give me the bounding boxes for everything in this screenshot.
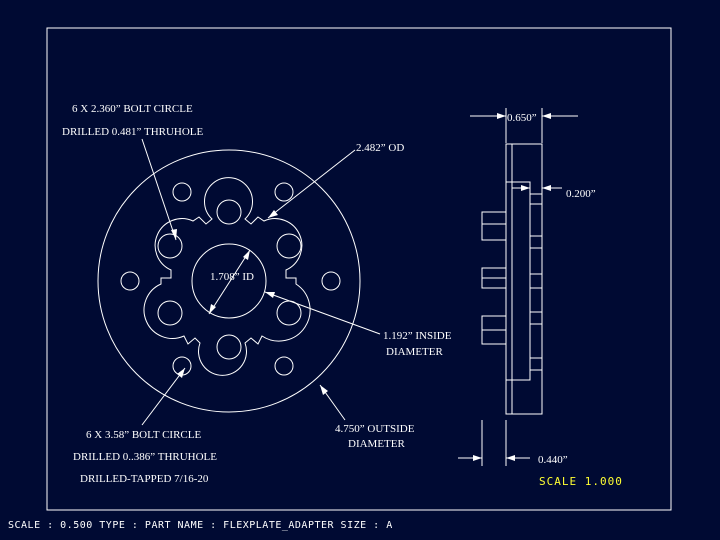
leader-lines: [141, 138, 381, 426]
dim-arrowhead: [506, 455, 515, 461]
inner-hole: [216, 199, 242, 225]
flange-body: [505, 143, 543, 415]
dim-arrowhead: [497, 113, 506, 119]
id-label: 1.708” ID: [210, 271, 254, 283]
bolt-circle-top-hole-label: DRILLED 0.481” THRUHOLE: [62, 126, 204, 138]
outer-disc: [97, 149, 361, 413]
bolt-circle-bottom-hole-label: DRILLED 0..386” THRUHOLE: [73, 451, 217, 463]
outer-hole: [120, 271, 140, 291]
leader-arrowhead: [209, 304, 216, 314]
outer-hole: [274, 356, 294, 376]
hub-outline: [143, 177, 311, 376]
dim-arrowhead: [521, 185, 530, 191]
leader-inside-diameter: [264, 291, 381, 335]
dim-arrowhead: [542, 185, 551, 191]
bolt-circle-bottom-label: 6 X 3.58” BOLT CIRCLE: [86, 429, 201, 441]
outer-hole: [321, 271, 341, 291]
hub-dimension-label: 0.440”: [538, 454, 568, 466]
inner-hole: [276, 300, 302, 326]
inner-hole: [157, 300, 183, 326]
leader-od: [267, 149, 356, 219]
status-bar: SCALE : 0.500 TYPE : PART NAME : FLEXPLA…: [8, 520, 393, 531]
bolt-circle-top-label: 6 X 2.360” BOLT CIRCLE: [72, 103, 193, 115]
pilot-boss: [481, 211, 507, 241]
inside-diameter-label-2: DIAMETER: [386, 346, 443, 358]
dim-arrowhead: [542, 113, 551, 119]
step-dimension-label: 0.200”: [566, 188, 596, 200]
hub-section: [505, 181, 531, 381]
bolt-circle-bottom-tap-label: DRILLED-TAPPED 7/16-20: [80, 473, 209, 485]
inner-hole: [157, 233, 183, 259]
leader-arrowhead: [171, 229, 177, 240]
leader-id: [208, 249, 251, 315]
leader-arrowhead: [177, 368, 185, 378]
outer-hole: [274, 182, 294, 202]
front-view: [97, 149, 361, 413]
side-view: [481, 143, 543, 415]
leader-bolt-circle-bottom: [141, 367, 186, 426]
leader-arrowhead: [265, 292, 275, 298]
drawing-border: [46, 27, 672, 511]
inner-hole: [216, 334, 242, 360]
inner-hole: [276, 233, 302, 259]
leader-bolt-circle-top: [141, 138, 177, 241]
inside-diameter-label: 1.192” INSIDE: [383, 330, 452, 342]
scale-note: SCALE 1.000: [539, 475, 623, 488]
width-dimension-label: 0.650”: [507, 112, 537, 124]
dimensions: [458, 108, 578, 466]
outside-diameter-label-2: DIAMETER: [348, 438, 405, 450]
od-label: 2.482” OD: [356, 142, 404, 154]
outside-diameter-label: 4.750” OUTSIDE: [335, 423, 415, 435]
leader-arrowhead: [320, 385, 328, 395]
center-bore: [191, 243, 267, 319]
leader-arrowhead: [243, 250, 250, 260]
leader-arrowhead: [268, 210, 278, 218]
outer-hole: [172, 182, 192, 202]
dim-arrowhead: [473, 455, 482, 461]
